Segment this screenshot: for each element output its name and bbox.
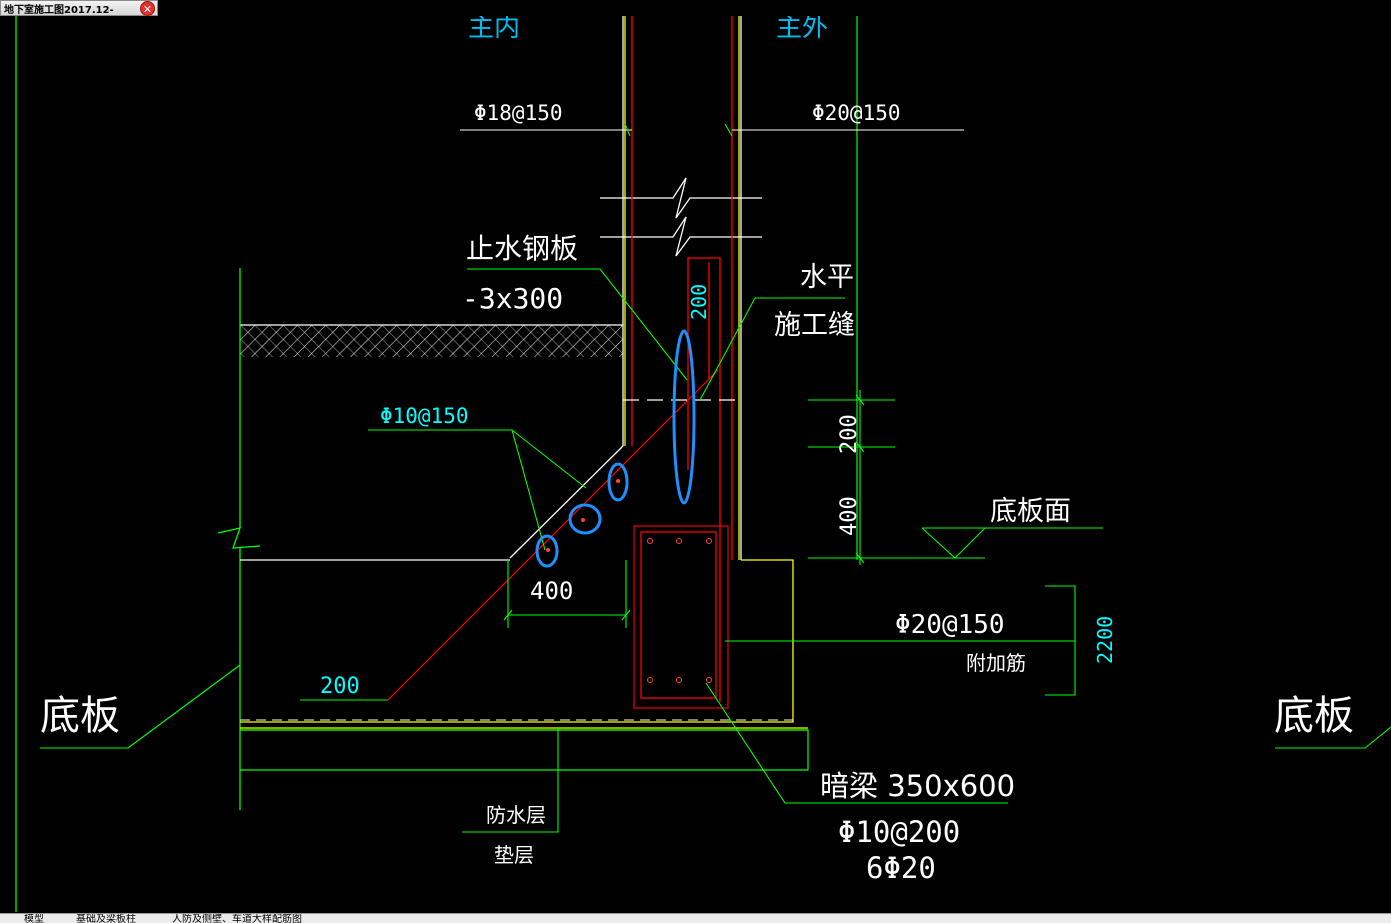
wall-rebar-red [631,16,733,702]
waterstop-size: -3x300 [462,282,563,315]
hidden-beam-label: 暗梁 350x600 [820,769,1015,803]
right-slab-label: 底板 [1274,693,1354,739]
layout-tab-model[interactable]: 模型 [24,914,44,923]
dim-400-right: 400 [837,496,862,536]
soil-hatch [240,324,623,357]
label-top-left: 主内 [468,16,520,43]
rebar-label-left: Φ18@150 [474,101,563,125]
waterstop-title: 止水钢板 [466,232,578,265]
close-icon[interactable]: ✕ [140,1,155,16]
layout-tab-foundation[interactable]: 基础及梁板柱 [76,914,136,923]
label-top-right: 主外 [776,16,828,43]
wall-outline [240,16,742,561]
stirrup-label: Φ10@150 [380,404,469,428]
leader-lines [40,123,1391,833]
joint-label-line2: 施工缝 [774,310,855,341]
break-line-left [217,268,261,810]
diagonal-rebar [387,369,719,701]
cushion-label: 垫层 [494,843,534,867]
document-tab-title: 地下室施工图2017.12- [4,4,114,16]
slab-top-label: 底板面 [990,496,1071,527]
dim-400-bottom: 400 [530,577,573,605]
add-rebar-note: 附加筋 [966,651,1026,675]
waterproof-label: 防水层 [486,803,546,827]
joint-label-line1: 水平 [800,262,854,293]
wall-green [240,16,858,771]
wall-break-marks [600,177,762,257]
left-slab-label: 底板 [40,693,120,739]
layout-tab-civil-defense[interactable]: 人防及侧壁、车道大样配筋图 [172,914,302,923]
dim-2200: 2200 [1093,616,1117,664]
dim-200-vertical: 200 [687,284,711,320]
document-tab[interactable]: 地下室施工图2017.12- ✕ [0,0,158,16]
rebar-label-right: Φ20@150 [812,101,901,125]
dim-200-right: 200 [837,414,862,454]
layout-tab-bar: 模型 基础及梁板柱 人防及侧壁、车道大样配筋图 [0,913,1391,923]
hidden-beam [633,525,729,709]
rebar-dots [546,479,620,552]
hidden-beam-stirrup: Φ10@200 [838,815,960,849]
dim-200-diagonal: 200 [320,674,360,699]
add-rebar-label: Φ20@150 [895,610,1005,640]
cad-drawing-canvas[interactable]: 主内 主外 Φ18@150 Φ20@150 止水钢板 -3x300 200 水平… [0,16,1391,914]
highlight-marks [535,329,696,568]
hidden-beam-main: 6Φ20 [866,851,936,885]
